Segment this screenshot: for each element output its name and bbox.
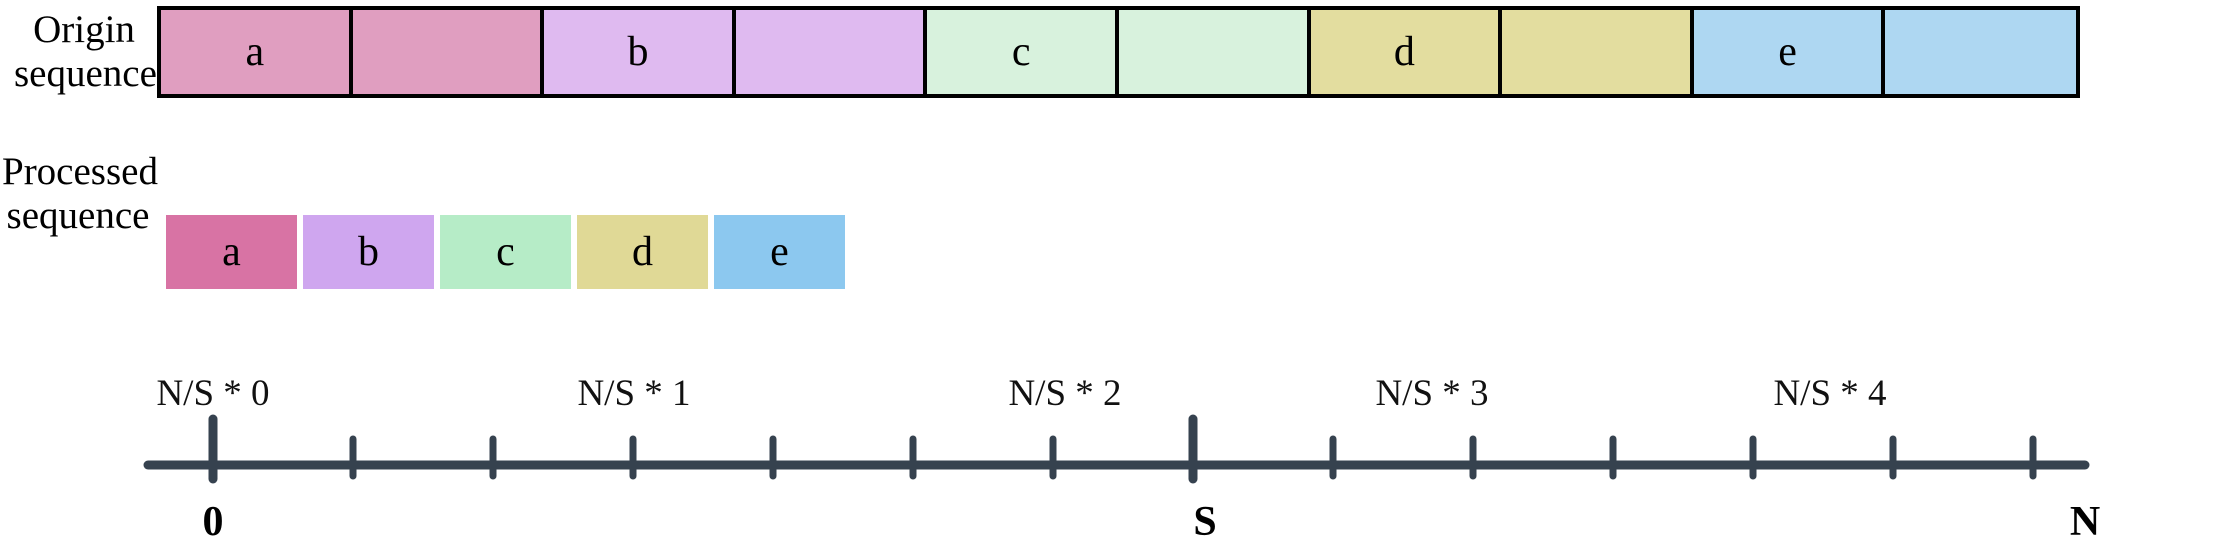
origin-sequence-track: a b c d e xyxy=(157,6,2080,98)
processed-cell-label: c xyxy=(496,229,515,275)
processed-cell-d: d xyxy=(574,212,711,292)
origin-cell-label: c xyxy=(1011,29,1031,75)
processed-cell-b: b xyxy=(300,212,437,292)
origin-cell-5 xyxy=(1118,10,1311,94)
origin-cell-label: a xyxy=(245,29,265,75)
origin-cell-9 xyxy=(1885,10,2076,94)
processed-sequence-label: Processed sequence xyxy=(2,150,158,237)
origin-cell-d: d xyxy=(1310,10,1503,94)
processed-cell-label: a xyxy=(222,229,241,275)
processed-cell-c: c xyxy=(437,212,574,292)
origin-cell-b: b xyxy=(544,10,736,94)
processed-cell-e: e xyxy=(711,212,848,292)
origin-cell-a: a xyxy=(161,10,353,94)
origin-cell-1 xyxy=(352,10,545,94)
origin-cell-3 xyxy=(735,10,928,94)
origin-cell-c: c xyxy=(927,10,1119,94)
origin-cell-7 xyxy=(1502,10,1694,94)
processed-cell-label: e xyxy=(770,229,789,275)
processed-sequence-track: a b c d e xyxy=(163,212,848,292)
origin-cell-label: b xyxy=(627,29,649,75)
origin-sequence-label: Origin sequence xyxy=(14,8,157,95)
processed-cell-label: d xyxy=(632,229,653,275)
origin-cell-label: e xyxy=(1778,29,1797,75)
processed-cell-a: a xyxy=(163,212,300,292)
origin-cell-e: e xyxy=(1693,10,1886,94)
processed-cell-label: b xyxy=(358,229,379,275)
origin-cell-label: d xyxy=(1393,29,1415,75)
